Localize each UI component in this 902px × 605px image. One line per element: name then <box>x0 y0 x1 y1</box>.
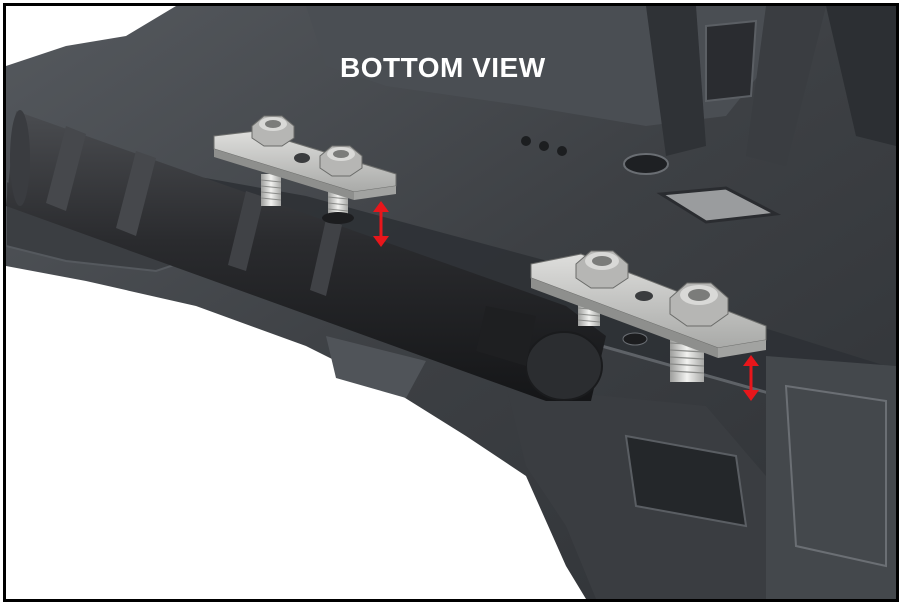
shaft <box>6 110 606 401</box>
view-title: BOTTOM VIEW <box>340 52 546 83</box>
housing-right-rim <box>766 356 896 599</box>
left-adjust-arrow <box>373 201 389 247</box>
right-bracket-nut-2 <box>669 282 729 327</box>
housing-lower-tab <box>326 336 426 398</box>
housing-window <box>705 19 758 103</box>
housing-top-pad <box>656 186 782 224</box>
left-bracket-nut-1 <box>251 115 295 147</box>
housing-lower-right-slot <box>624 434 748 528</box>
housing-rib-3 <box>826 6 896 146</box>
housing-rib-2 <box>746 6 826 166</box>
left-bracket <box>213 115 397 224</box>
housing-rib-1 <box>646 6 706 156</box>
bottom-view-illustration <box>6 6 896 599</box>
right-bracket <box>530 250 767 382</box>
right-adjust-arrow <box>743 355 759 401</box>
right-bracket-nut-1 <box>575 250 629 289</box>
figure-frame: BOTTOM VIEW <box>3 3 899 602</box>
left-bracket-nut-2 <box>319 145 363 177</box>
